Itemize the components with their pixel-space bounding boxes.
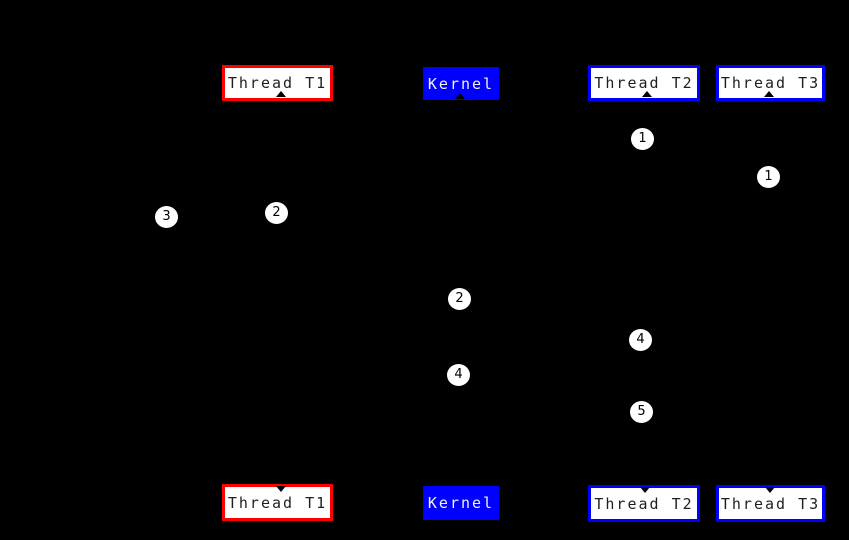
arrowhead-down-icon [765, 487, 775, 493]
arrowhead-up-icon [455, 93, 465, 99]
step-marker: 2 [265, 202, 288, 224]
arrowhead-down-icon [640, 487, 650, 493]
actor-box-thread-t1-bottom: Thread T1 [222, 484, 333, 521]
arrowhead-up-icon [276, 91, 286, 97]
actor-box-kernel-bottom: Kernel [423, 486, 499, 520]
actor-label-kernel-top: Kernel [427, 74, 495, 93]
actor-label-thread-t2-bottom: Thread T2 [594, 494, 694, 513]
actor-label-thread-t3-bottom: Thread T3 [720, 494, 821, 513]
step-marker: 4 [629, 329, 652, 351]
actor-box-thread-t1-top: Thread T1 [222, 65, 333, 101]
arrowhead-up-icon [642, 91, 652, 97]
step-marker: 1 [757, 166, 780, 188]
actor-label-thread-t1-bottom: Thread T1 [227, 493, 328, 512]
step-marker: 3 [155, 206, 178, 228]
actor-box-thread-t2-bottom: Thread T2 [588, 485, 700, 522]
actor-box-kernel-top: Kernel [423, 67, 499, 100]
step-marker: 4 [447, 364, 470, 386]
arrowhead-up-icon [764, 91, 774, 97]
actor-label-thread-t1-top: Thread T1 [227, 74, 328, 92]
arrowhead-down-icon [276, 486, 286, 492]
actor-box-thread-t2-top: Thread T2 [588, 65, 700, 101]
actor-label-thread-t2-top: Thread T2 [594, 74, 694, 92]
step-marker: 1 [631, 128, 654, 150]
actor-label-kernel-bottom: Kernel [427, 494, 495, 512]
actor-label-thread-t3-top: Thread T3 [720, 74, 821, 92]
actor-box-thread-t3-top: Thread T3 [716, 65, 825, 101]
step-marker: 5 [630, 401, 653, 423]
actor-box-thread-t3-bottom: Thread T3 [716, 485, 825, 522]
step-marker: 2 [448, 288, 471, 310]
